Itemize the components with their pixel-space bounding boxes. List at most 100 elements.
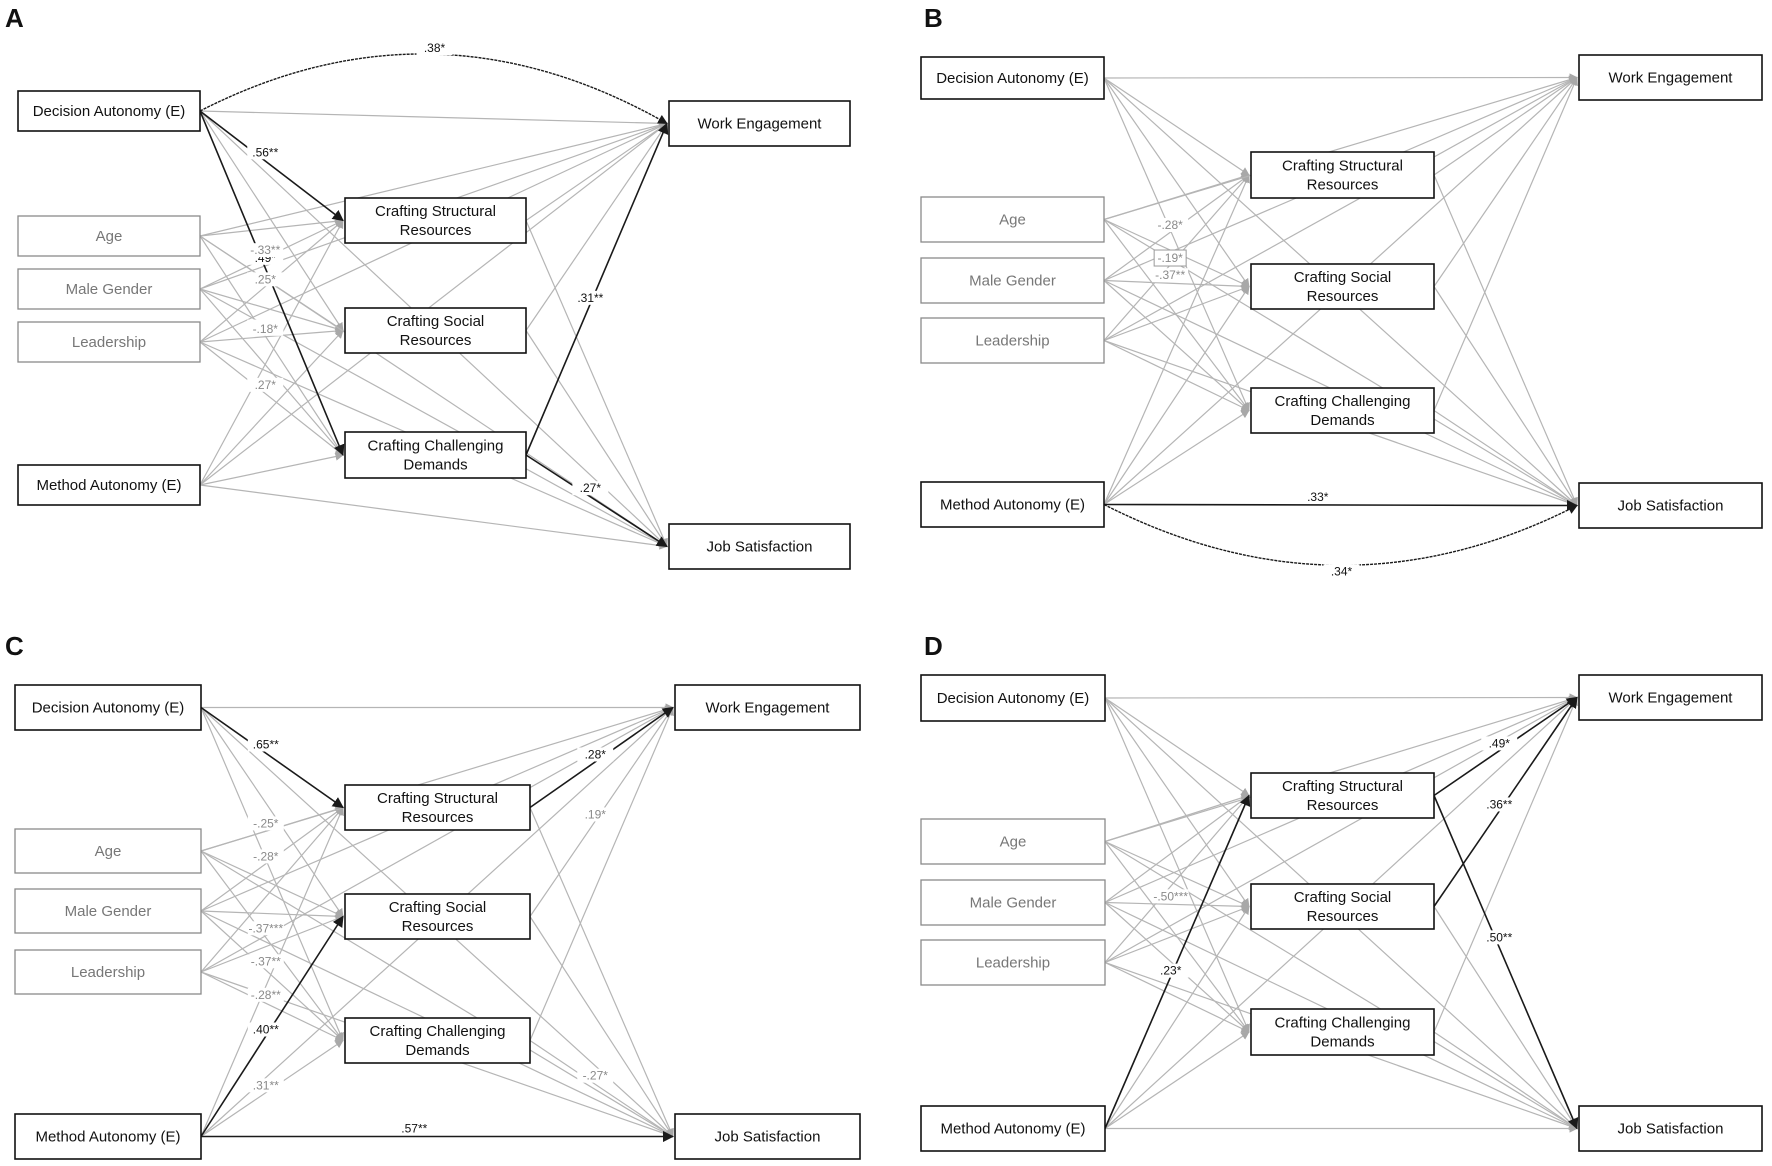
- path-coefficient-label: -.28**: [251, 988, 281, 1002]
- label-bg: [247, 921, 284, 936]
- node-label: Method Autonomy (E): [940, 1121, 1085, 1138]
- path-ma-to-we: [199, 122, 668, 486]
- path-curved-ma-to-js: [1103, 503, 1578, 566]
- path-coefficient-label: -.28*: [1157, 218, 1183, 232]
- panel-c: C.65**.28*.40**.57**.19*-.25*-.28*-.37**…: [5, 631, 861, 1160]
- path-ma-to-ccd: [1103, 409, 1250, 506]
- label-bg: [1299, 489, 1336, 504]
- node-we: Work Engagement: [668, 100, 851, 147]
- node-ma: Method Autonomy (E): [17, 464, 201, 506]
- label-bg: [247, 145, 284, 160]
- node-label: Leadership: [71, 964, 145, 981]
- path-ccd-to-we: [1433, 76, 1578, 411]
- node-ma: Method Autonomy (E): [14, 1113, 202, 1160]
- label-bg: [1152, 963, 1189, 978]
- node-label: Crafting Challenging: [1275, 1015, 1411, 1032]
- path-da-to-csoc: [199, 110, 344, 332]
- path-coefficient-label: -.18*: [253, 322, 279, 336]
- path-age-to-we: [1104, 695, 1578, 843]
- node-label: Male Gender: [66, 281, 153, 298]
- path-csoc-to-js: [1433, 906, 1578, 1130]
- path-coefficient-label: .65**: [253, 738, 279, 752]
- node-label: Decision Autonomy (E): [33, 103, 186, 120]
- node-label: Method Autonomy (E): [35, 1129, 180, 1146]
- path-coefficient-label: .50**: [1486, 930, 1512, 944]
- node-label: Work Engagement: [1609, 690, 1734, 707]
- path-ccd-to-we: [529, 706, 674, 1041]
- path-da-to-csr: [1103, 77, 1250, 176]
- label-bg: [1323, 564, 1360, 579]
- path-ccd-to-js: [1433, 410, 1578, 506]
- path-age-to-we: [1103, 75, 1578, 221]
- label-bg: [577, 1068, 614, 1083]
- path-ccd-to-we: [1433, 696, 1578, 1033]
- node-label: Crafting Social: [387, 313, 485, 330]
- node-label: Crafting Challenging: [370, 1023, 506, 1040]
- path-coefficient-label: -.27*: [583, 1069, 609, 1083]
- node-label: Male Gender: [65, 903, 152, 920]
- path-da-to-ccd: [200, 707, 344, 1042]
- node-male: Male Gender: [920, 879, 1106, 926]
- path-lead-to-csr: [200, 806, 344, 973]
- label-bg: [396, 1121, 433, 1136]
- path-coefficient-label: .49*: [1489, 736, 1511, 750]
- label-bg: [247, 1022, 284, 1037]
- node-label: Job Satisfaction: [715, 1129, 821, 1146]
- node-da: Decision Autonomy (E): [920, 674, 1106, 722]
- path-sig-csr-to-js: [1433, 795, 1579, 1130]
- path-age-to-js: [1103, 218, 1578, 507]
- path-sig-ma-to-csr: [1104, 794, 1251, 1129]
- path-coefficient-label: .31**: [577, 291, 603, 305]
- path-male-to-csoc: [199, 288, 344, 333]
- node-label: Resources: [1307, 177, 1379, 194]
- node-label: Crafting Structural: [377, 790, 498, 807]
- node-label: Decision Autonomy (E): [936, 70, 1089, 87]
- node-age: Age: [14, 828, 202, 874]
- node-label: Decision Autonomy (E): [32, 700, 185, 717]
- node-we: Work Engagement: [674, 684, 861, 731]
- path-da-to-csoc: [1103, 77, 1250, 288]
- node-label: Resources: [1307, 288, 1379, 305]
- path-lead-to-we: [1103, 76, 1578, 342]
- node-label: Crafting Challenging: [1275, 393, 1411, 410]
- label-bg: [572, 290, 609, 305]
- node-label: Decision Autonomy (E): [937, 690, 1090, 707]
- path-csr-to-js: [529, 807, 674, 1138]
- path-coefficient-label: -.19*: [1157, 251, 1183, 265]
- path-coefficient-label: .40**: [253, 1023, 279, 1037]
- node-label: Leadership: [975, 333, 1049, 350]
- path-coefficient-label: .28*: [585, 748, 607, 762]
- node-label: Crafting Structural: [375, 203, 496, 220]
- node-label: Job Satisfaction: [707, 539, 813, 556]
- label-bg: [247, 377, 284, 392]
- path-sig-ccd-to-js: [525, 454, 668, 548]
- node-label: Crafting Challenging: [368, 438, 504, 455]
- panel-letter: B: [924, 3, 943, 33]
- path-age-to-ccd: [200, 850, 344, 1042]
- path-coefficient-label: .31**: [253, 1078, 279, 1092]
- label-bg: [247, 272, 284, 287]
- node-age: Age: [920, 818, 1106, 865]
- node-label: Work Engagement: [706, 700, 831, 717]
- path-male-to-csr: [1104, 794, 1250, 903]
- node-label: Work Engagement: [698, 116, 823, 133]
- path-ma-to-csoc: [199, 329, 344, 486]
- node-label: Resources: [400, 222, 472, 239]
- label-bg: [1152, 218, 1189, 233]
- path-csr-to-js: [1433, 174, 1578, 507]
- path-coefficient-label: .27*: [580, 481, 602, 495]
- label-bg: [247, 987, 284, 1002]
- path-csr-to-we: [525, 123, 668, 221]
- node-label: Age: [999, 212, 1026, 229]
- node-da: Decision Autonomy (E): [14, 684, 202, 731]
- panel-letter: C: [5, 631, 24, 661]
- node-we: Work Engagement: [1578, 674, 1763, 721]
- path-da-to-csoc: [1104, 697, 1250, 908]
